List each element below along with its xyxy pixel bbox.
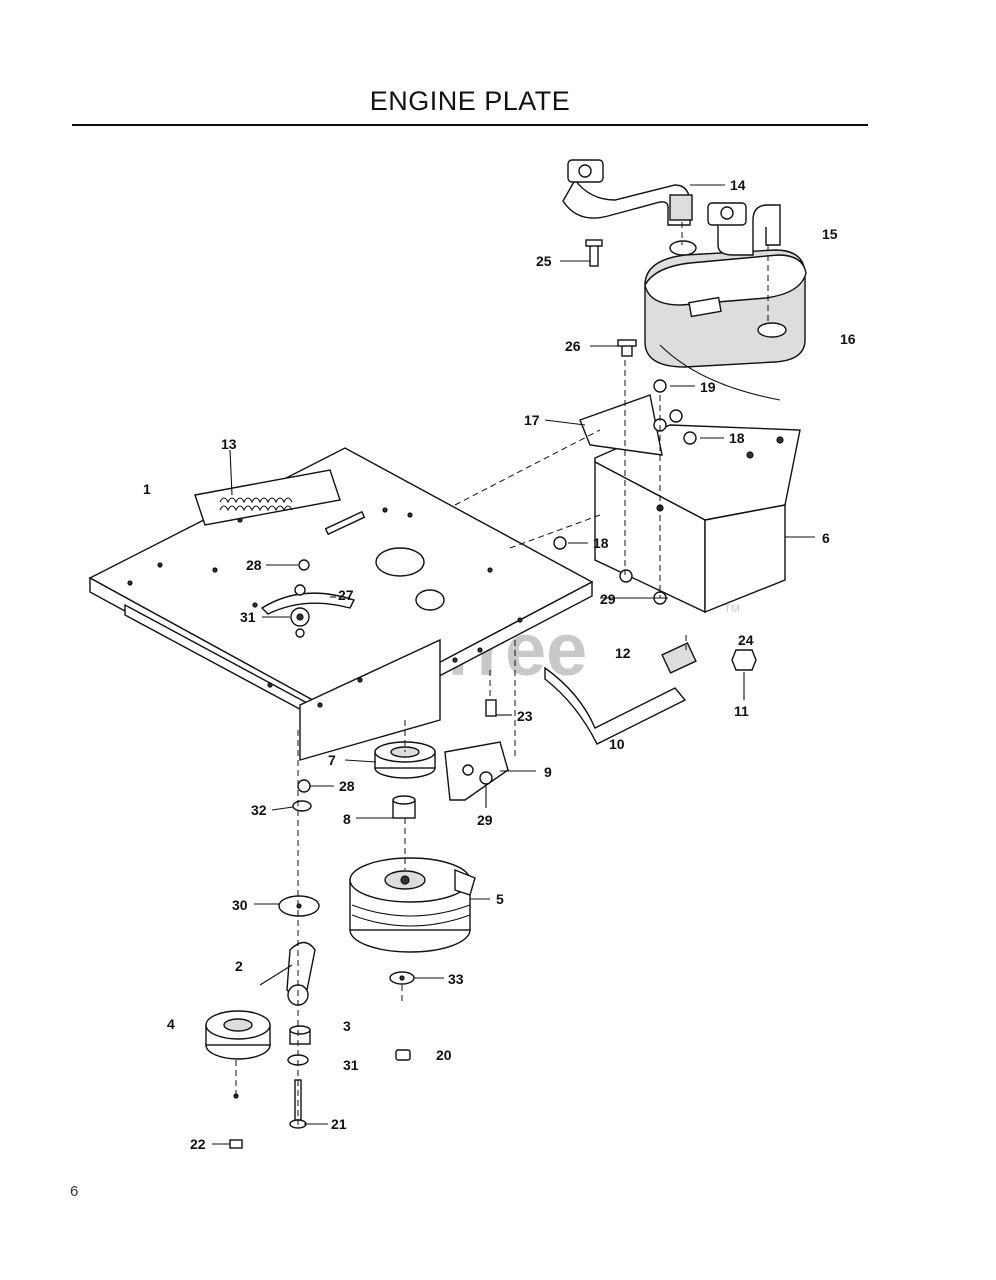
callout-23: 23 xyxy=(517,708,533,724)
callout-21: 21 xyxy=(331,1116,347,1132)
callout-18-lower: 18 xyxy=(593,535,609,551)
elbow-pipe-part[interactable] xyxy=(707,202,781,256)
slotted-washer-part[interactable] xyxy=(260,559,355,638)
mounting-bracket-part[interactable] xyxy=(579,394,801,614)
callout-32: 32 xyxy=(251,802,267,818)
callout-labels: 1 2 3 4 5 6 7 8 9 10 11 12 13 14 15 16 1… xyxy=(143,177,856,1152)
callout-15: 15 xyxy=(822,226,838,242)
callout-17: 17 xyxy=(524,412,540,428)
callout-28-upper: 28 xyxy=(246,557,262,573)
callout-31-lower: 31 xyxy=(343,1057,359,1073)
callout-20: 20 xyxy=(436,1047,452,1063)
nut-part-20[interactable] xyxy=(395,1049,411,1061)
spring-bracket-part[interactable] xyxy=(194,469,341,526)
page-title: ENGINE PLATE xyxy=(369,86,571,116)
callout-6: 6 xyxy=(822,530,830,546)
pin-part-22[interactable] xyxy=(229,1139,243,1149)
washer-part-32[interactable] xyxy=(292,800,312,812)
callout-24: 24 xyxy=(738,632,754,648)
idler-arm-part-2[interactable] xyxy=(286,941,316,1006)
callout-12: 12 xyxy=(615,645,631,661)
callout-5: 5 xyxy=(496,891,504,907)
bracket-part-9[interactable] xyxy=(444,741,509,801)
callout-18-upper: 18 xyxy=(729,430,745,446)
callout-26: 26 xyxy=(565,338,581,354)
washer-part-33[interactable] xyxy=(389,971,415,985)
title-rule xyxy=(72,124,868,126)
callout-8: 8 xyxy=(343,811,351,827)
callout-4: 4 xyxy=(167,1016,175,1032)
callout-11: 11 xyxy=(734,703,749,719)
exhaust-pipe-part[interactable] xyxy=(562,159,693,226)
washer-part-30[interactable] xyxy=(278,895,320,917)
alignment-lines xyxy=(235,222,769,1125)
idler-pulley-part-4[interactable] xyxy=(205,1010,271,1099)
callout-9: 9 xyxy=(544,764,552,780)
page-number: 6 xyxy=(70,1183,79,1200)
callout-2: 2 xyxy=(235,958,243,974)
callout-16: 16 xyxy=(840,331,856,347)
callout-1: 1 xyxy=(143,481,151,497)
callout-22: 22 xyxy=(190,1136,206,1152)
bolt-part-23[interactable] xyxy=(485,699,497,717)
nut-part-28[interactable] xyxy=(297,779,311,793)
callout-30: 30 xyxy=(232,897,248,913)
spacer-part-8[interactable] xyxy=(392,795,416,819)
callout-7: 7 xyxy=(328,752,336,768)
callout-13: 13 xyxy=(221,436,237,452)
callout-27: 27 xyxy=(338,587,354,603)
callout-31-upper: 31 xyxy=(240,609,256,625)
fuel-line-part[interactable] xyxy=(544,642,697,745)
pulley-part-7[interactable] xyxy=(374,741,436,779)
callout-25: 25 xyxy=(536,253,552,269)
callout-10: 10 xyxy=(609,736,625,752)
bushing-part-3[interactable] xyxy=(289,1025,311,1045)
clutch-part-5[interactable] xyxy=(349,857,476,953)
callout-33: 33 xyxy=(448,971,464,987)
muffler-part[interactable] xyxy=(644,240,807,401)
leader-lines xyxy=(212,184,815,1145)
callout-19: 19 xyxy=(700,379,716,395)
watermark-tm: TM xyxy=(724,603,740,615)
callout-28-lower: 28 xyxy=(339,778,355,794)
callout-3: 3 xyxy=(343,1018,351,1034)
callout-29-lower: 29 xyxy=(477,812,493,828)
callout-14: 14 xyxy=(730,177,746,193)
callout-29-upper: 29 xyxy=(600,591,616,607)
